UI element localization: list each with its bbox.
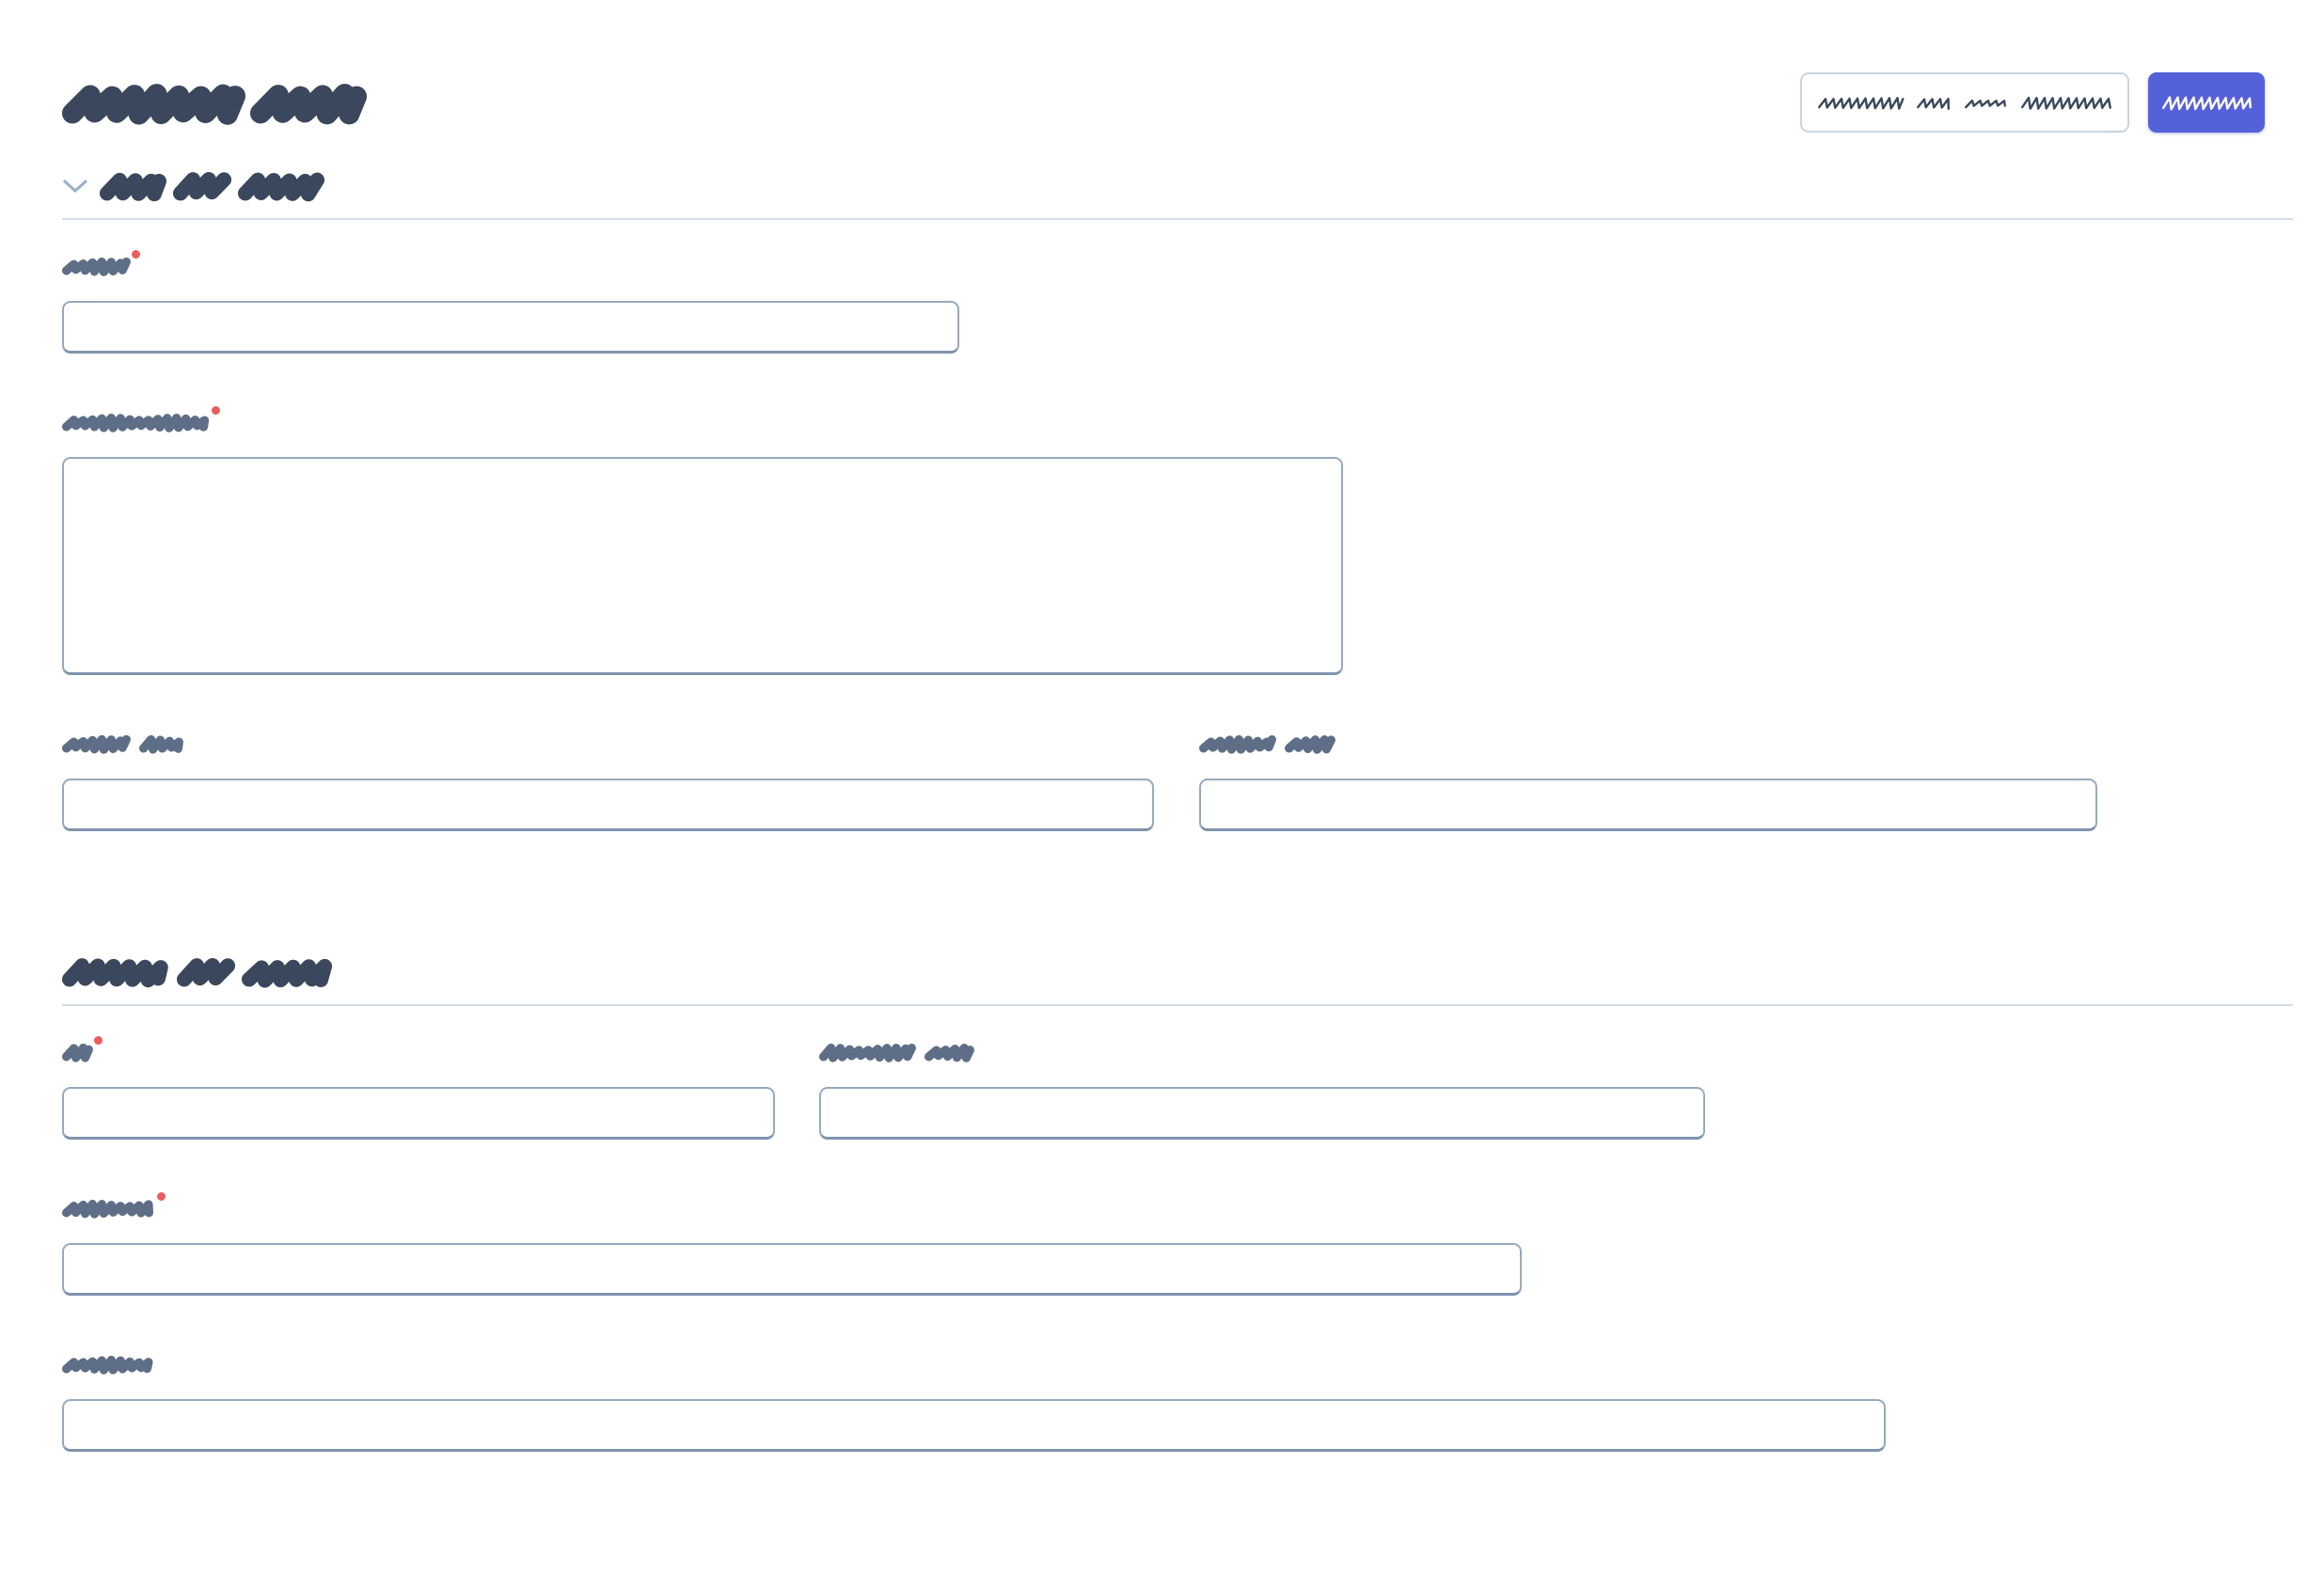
field-4-label	[1198, 728, 2097, 754]
required-indicator	[157, 1192, 166, 1201]
header-actions	[1800, 72, 2265, 133]
section-divider	[62, 1004, 2293, 1006]
field-7-input[interactable]	[62, 1243, 1522, 1296]
field-8-input[interactable]	[62, 1399, 1886, 1452]
field-8	[61, 1348, 1886, 1452]
field-6	[818, 1036, 1705, 1140]
required-indicator	[212, 406, 220, 415]
field-3	[61, 728, 1154, 831]
redacted-text-scribble	[61, 257, 131, 276]
page-title	[61, 84, 368, 125]
field-4	[1198, 728, 2097, 831]
section-header-section-1[interactable]	[62, 171, 2293, 202]
field-2	[61, 406, 1343, 675]
field-5-label	[61, 1036, 775, 1062]
form-row	[61, 1348, 2293, 1452]
field-5-input[interactable]	[62, 1087, 775, 1140]
redacted-text-scribble	[818, 1043, 974, 1062]
field-6-label	[818, 1036, 1705, 1062]
form-row	[61, 728, 2293, 831]
redacted-text-scribble	[2161, 95, 2252, 110]
redacted-text-scribble	[61, 1199, 154, 1219]
redacted-text-scribble	[61, 413, 210, 433]
redacted-text-scribble	[61, 1355, 153, 1375]
form-row	[61, 1192, 2293, 1296]
field-1-label	[61, 250, 959, 276]
form-row	[61, 250, 2293, 354]
field-7	[61, 1192, 1522, 1296]
redacted-text-scribble	[61, 1043, 93, 1062]
field-7-label	[61, 1192, 1522, 1219]
field-2-input[interactable]	[62, 457, 1343, 675]
section-header-section-2	[61, 957, 2293, 988]
page-header	[0, 0, 2324, 133]
redacted-text-scribble	[1818, 96, 2111, 110]
chevron-down-icon	[63, 179, 87, 193]
form-row	[61, 1036, 2293, 1140]
field-5	[61, 1036, 775, 1140]
field-1	[61, 250, 959, 354]
field-8-label	[61, 1348, 1886, 1375]
field-1-input[interactable]	[62, 301, 959, 354]
section-1	[61, 171, 2293, 831]
redacted-text-scribble	[61, 84, 368, 125]
form-content	[0, 171, 2324, 1452]
field-6-input[interactable]	[819, 1087, 1705, 1140]
redacted-text-scribble	[99, 171, 325, 202]
field-3-input[interactable]	[62, 779, 1154, 831]
field-4-input[interactable]	[1199, 779, 2097, 831]
field-2-label	[61, 406, 1343, 433]
primary-action-button[interactable]	[2148, 72, 2265, 133]
redacted-text-scribble	[1198, 734, 1336, 754]
required-indicator	[94, 1036, 103, 1045]
form-row	[61, 406, 2293, 675]
redacted-text-scribble	[61, 957, 333, 988]
section-divider	[62, 218, 2293, 220]
section-2	[61, 957, 2293, 1452]
field-3-label	[61, 728, 1154, 754]
redacted-text-scribble	[61, 734, 183, 754]
required-indicator	[132, 250, 140, 259]
header-text-input[interactable]	[1800, 72, 2129, 133]
